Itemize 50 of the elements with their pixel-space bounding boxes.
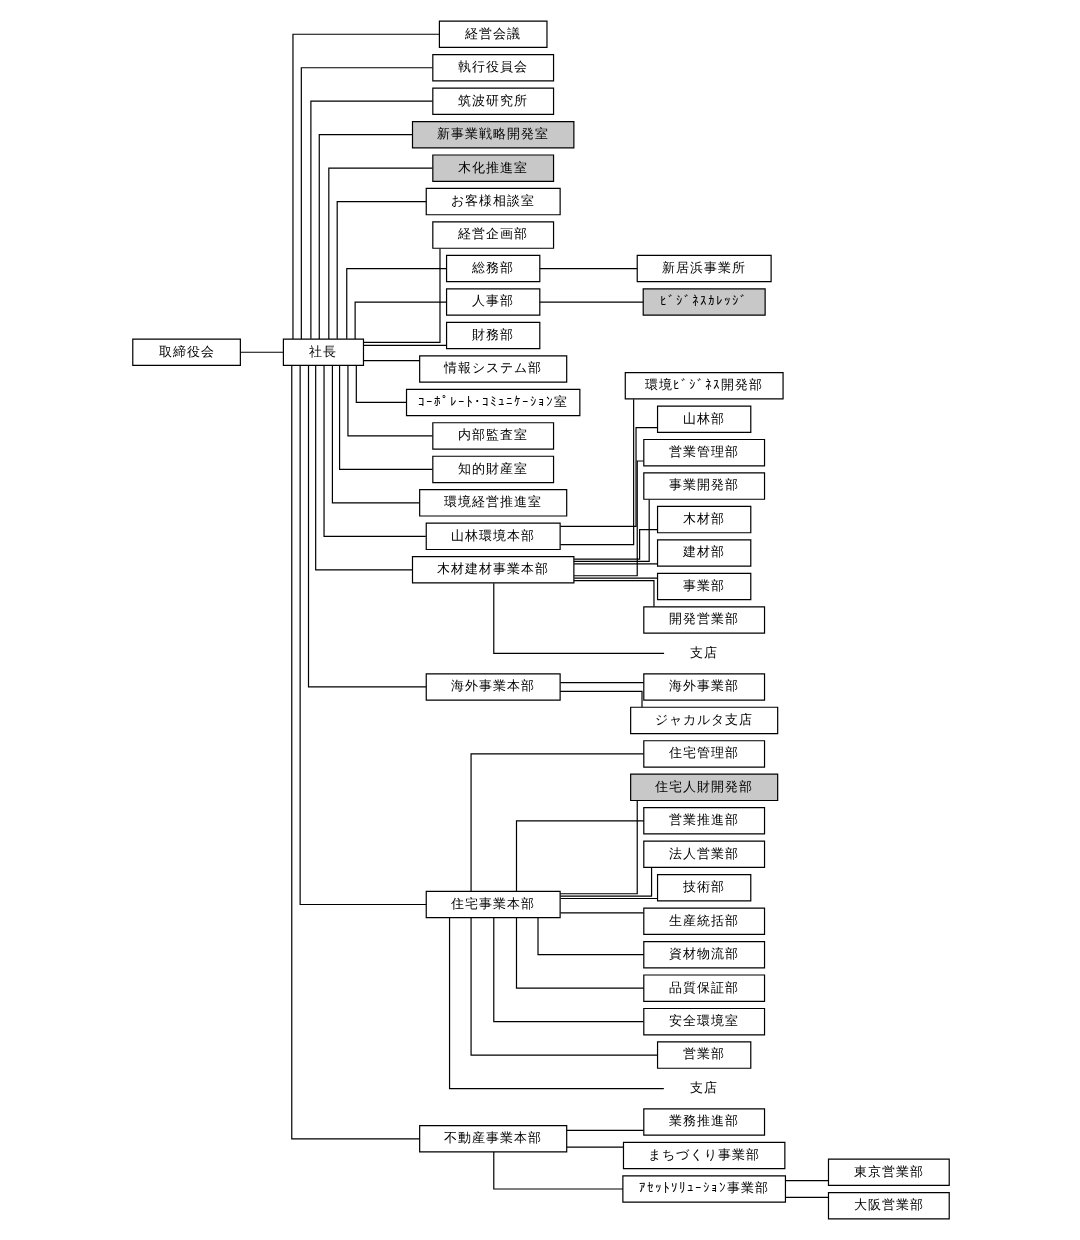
connector: [784, 1196, 828, 1198]
connector: [345, 267, 447, 340]
connector: [239, 351, 283, 353]
connector: [514, 917, 644, 989]
connector: [309, 100, 433, 340]
connector: [558, 690, 642, 708]
connector: [558, 681, 644, 684]
connector: [536, 917, 644, 956]
connector: [317, 134, 412, 340]
connector: [514, 820, 644, 892]
connector: [361, 248, 440, 343]
connector: [447, 917, 664, 1090]
connector: [558, 866, 652, 897]
connector: [322, 364, 426, 537]
connector: [572, 577, 657, 579]
connector: [469, 753, 644, 892]
connector: [330, 365, 419, 504]
connector: [572, 498, 649, 563]
connector: [572, 579, 654, 608]
connector: [572, 563, 657, 565]
connector: [314, 364, 412, 571]
connector: [558, 800, 637, 895]
connector: [492, 582, 664, 655]
connector: [291, 33, 439, 340]
connector: [335, 201, 426, 340]
connector: [572, 528, 657, 560]
connector: [362, 344, 446, 347]
connector: [565, 1129, 644, 1131]
connector: [558, 426, 657, 527]
connector: [538, 301, 643, 303]
connector: [492, 917, 643, 1023]
connector: [565, 1146, 623, 1148]
connector: [558, 897, 658, 900]
connector: [354, 364, 407, 404]
connector: [492, 1151, 623, 1190]
connector: [299, 67, 433, 340]
connector: [298, 365, 426, 906]
connector: [327, 167, 433, 340]
connector: [337, 365, 433, 470]
connector: [784, 1180, 828, 1182]
connector: [306, 365, 426, 688]
connector: [346, 365, 433, 437]
connector: [469, 917, 657, 1056]
connector: [353, 301, 447, 340]
connector: [558, 398, 634, 546]
connector: [290, 364, 419, 1140]
connector: [558, 912, 644, 914]
connector: [362, 360, 420, 362]
connector: [538, 267, 637, 270]
connector: [572, 460, 643, 577]
